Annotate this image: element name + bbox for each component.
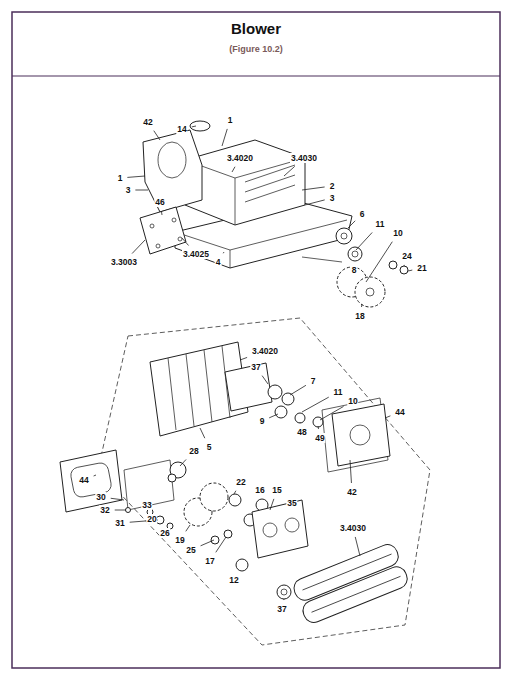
leader-line xyxy=(290,385,306,395)
callout-number: 10 xyxy=(347,396,358,406)
leader-line xyxy=(356,232,372,250)
leader-line xyxy=(270,499,274,510)
leader-line xyxy=(404,265,405,266)
callout-number: 18 xyxy=(354,311,365,321)
leader-line xyxy=(154,131,160,140)
callout-number: 21 xyxy=(416,263,427,273)
leader-line xyxy=(350,460,351,483)
callout-number: 42 xyxy=(346,487,357,497)
callout-number: 24 xyxy=(401,251,412,261)
callout-number: 37 xyxy=(276,604,287,614)
callout-number: 3 xyxy=(125,185,132,195)
callout-number: 32 xyxy=(99,505,110,515)
callout-number: 2 xyxy=(329,181,336,191)
callout-number: 10 xyxy=(392,228,403,238)
leader-line xyxy=(222,129,227,146)
callout-number: 5 xyxy=(206,442,213,452)
callout-number: 3.4030 xyxy=(290,153,318,163)
callout-number: 44 xyxy=(78,475,89,485)
leader-line xyxy=(234,491,236,494)
callout-number: 8 xyxy=(351,265,358,275)
callout-number: 19 xyxy=(174,535,185,545)
leader-line xyxy=(385,416,390,418)
exploded-blower xyxy=(60,318,430,645)
leader-line xyxy=(366,242,392,282)
callout-number: 1 xyxy=(227,115,234,125)
callout-number: 3 xyxy=(329,193,336,203)
callout-number: 14 xyxy=(176,124,187,134)
leader-line xyxy=(161,211,163,215)
callout-number: 6 xyxy=(359,209,366,219)
callout-number: 3.4025 xyxy=(182,249,210,259)
callout-number: 3.4030 xyxy=(339,523,367,533)
callout-number: 15 xyxy=(271,485,282,495)
leader-line xyxy=(200,428,205,438)
leader-line xyxy=(180,459,186,466)
leader-line xyxy=(348,221,355,228)
callout-number: 12 xyxy=(228,575,239,585)
callout-number: 4 xyxy=(215,257,222,267)
leader-line xyxy=(300,422,301,423)
callout-number: 31 xyxy=(114,518,125,528)
callout-number: 44 xyxy=(394,407,405,417)
leader-line xyxy=(94,475,96,476)
callout-number: 3.4020 xyxy=(226,153,254,163)
callout-number: 33 xyxy=(141,500,152,510)
leader-line xyxy=(355,537,360,556)
leader-line xyxy=(305,200,325,205)
leader-line xyxy=(232,167,235,172)
leader-line xyxy=(216,537,226,552)
callout-number: 42 xyxy=(142,117,153,127)
leader-line xyxy=(182,238,189,245)
leader-line xyxy=(223,252,225,253)
leader-line xyxy=(240,357,247,360)
callout-number: 1 xyxy=(117,173,124,183)
callout-number: 48 xyxy=(296,427,307,437)
callout-number: 28 xyxy=(188,446,199,456)
leader-line xyxy=(269,414,278,418)
leader-line xyxy=(320,406,344,420)
callout-number: 25 xyxy=(185,545,196,555)
callout-number: 26 xyxy=(159,528,170,538)
leader-line xyxy=(186,525,190,531)
leader-line xyxy=(408,270,412,272)
leader-line xyxy=(318,426,320,429)
leader-line xyxy=(132,240,145,254)
assembled-blower xyxy=(140,121,408,307)
callout-number: 3.4020 xyxy=(251,346,279,356)
callout-number: 7 xyxy=(310,376,317,386)
leader-line xyxy=(262,376,268,384)
page-frame xyxy=(12,12,500,668)
leader-line xyxy=(361,304,363,307)
header-rule xyxy=(12,75,500,76)
leader-line xyxy=(201,540,214,546)
leader-line xyxy=(302,187,325,190)
title: Blower xyxy=(12,20,500,37)
leader-line xyxy=(135,190,148,191)
leader-line xyxy=(192,126,196,128)
leader-line xyxy=(115,510,126,511)
leader-line xyxy=(302,397,329,412)
leader-line xyxy=(283,599,284,600)
callout-number: 9 xyxy=(259,416,266,426)
callout-number: 11 xyxy=(375,219,386,229)
callout-number: 22 xyxy=(235,477,246,487)
callout-number: 37 xyxy=(250,362,261,372)
callout-number: 17 xyxy=(204,556,215,566)
callout-number: 35 xyxy=(286,498,297,508)
leader-line xyxy=(127,176,145,177)
callout-number: 46 xyxy=(154,197,165,207)
leader-line xyxy=(284,166,295,176)
callout-number: 30 xyxy=(95,492,106,502)
leader-line xyxy=(111,498,124,500)
callout-number: 49 xyxy=(314,433,325,443)
callout-number: 20 xyxy=(146,514,157,524)
callout-number: 16 xyxy=(254,485,265,495)
callout-number: 11 xyxy=(333,387,344,397)
callout-number: 3.3003 xyxy=(110,257,138,267)
figure-number: (Figure 10.2) xyxy=(12,44,500,54)
